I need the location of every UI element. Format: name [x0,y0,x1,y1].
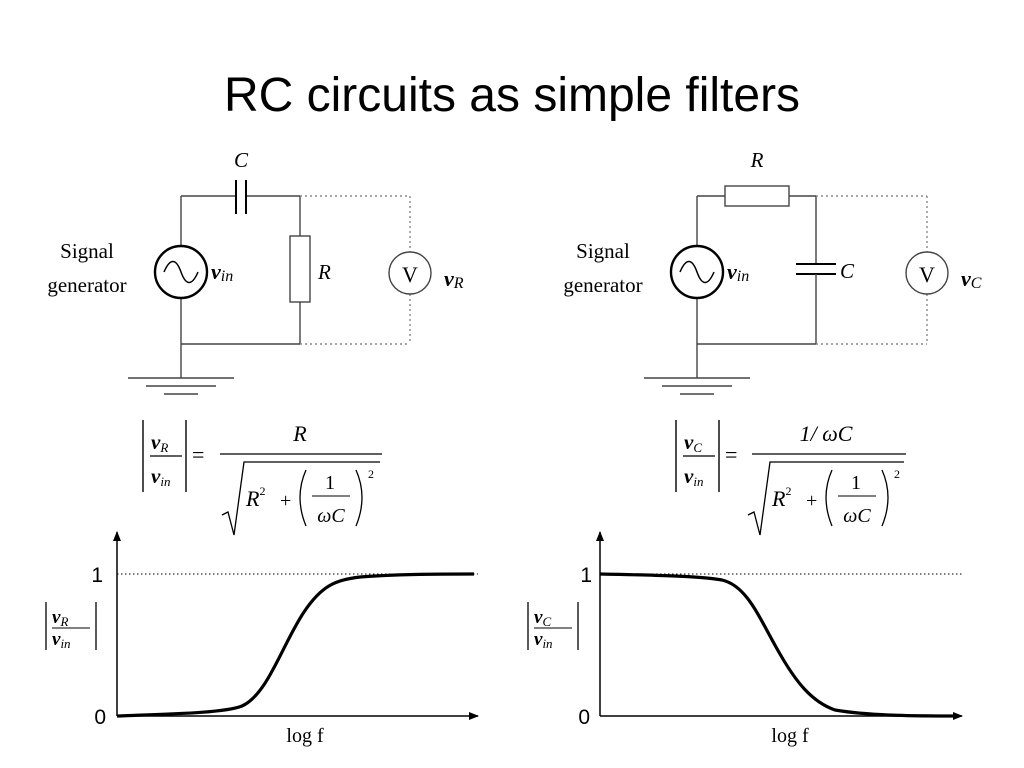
left-capacitor [235,180,247,214]
left-formula-equals: = [192,442,204,467]
right-formula-lhs-num: vC [684,430,702,455]
right-formula-den-frac-num: 1 [851,472,861,494]
right-source-label: vin [727,259,749,285]
left-signal-generator-icon [153,244,209,300]
left-source-label: vin [211,259,233,285]
right-generator-label-2: generator [563,273,642,297]
right-ground-icon [644,377,750,395]
right-formula: vC vin = 1/ ωC R2 + 1 ωC 2 [675,420,906,536]
right-formula-den-outer-exp: 2 [894,467,900,481]
right-plot-ylabel: vC vin [527,602,579,651]
right-formula-den-r: R2 [771,484,791,511]
right-plot-ylabel-den: vin [534,629,553,651]
left-resistor-label: R [317,260,331,284]
left-plot-y-tick-0: 0 [94,706,106,729]
left-formula-den-outer-exp: 2 [368,467,374,481]
right-signal-generator-icon [669,244,725,300]
right-generator-label-1: Signal [576,239,630,263]
left-plot: 1 0 log f vR vin [45,531,479,747]
left-generator-label-1: Signal [60,239,114,263]
right-capacitor [796,263,836,275]
slide-title: RC circuits as simple filters [223,69,801,122]
right-resistor [724,185,790,207]
left-formula-lhs-num: vR [151,430,168,455]
right-meter-symbol: V [919,262,935,287]
left-generator-label-2: generator [47,273,126,297]
right-plot-curve [599,572,959,718]
left-plot-curve [116,572,475,718]
right-formula-equals: = [725,442,737,467]
right-plot-y-tick-1: 1 [580,564,592,587]
left-capacitor-label: C [234,148,249,172]
right-formula-numerator: 1/ ωC [800,421,853,446]
right-formula-lhs-den: vin [684,464,703,489]
right-plot: 1 0 log f vC vin [527,531,963,747]
right-formula-den-frac-den: ωC [843,505,871,527]
left-circuit [128,180,411,395]
right-plot-ylabel-num: vC [534,607,551,629]
left-formula-den-plus: + [280,490,291,512]
right-meter-label: vC [961,266,982,292]
right-plot-y-tick-0: 0 [578,706,590,729]
left-plot-xlabel: log f [286,725,324,747]
right-resistor-label: R [750,148,764,172]
left-plot-y-tick-1: 1 [91,564,103,587]
left-plot-ylabel-den: vin [52,629,71,651]
right-voltmeter-icon: V [905,251,949,295]
left-ground-icon [128,377,234,395]
left-plot-ylabel-num: vR [52,607,68,629]
left-formula-den-r: R2 [245,484,265,511]
right-capacitor-label: C [840,259,855,283]
left-meter-symbol: V [402,262,418,287]
left-voltmeter-icon: V [388,251,432,295]
left-resistor [289,235,311,303]
left-formula-den-frac-den: ωC [317,505,345,527]
right-formula-den-plus: + [806,490,817,512]
left-plot-ylabel: vR vin [45,602,97,651]
left-meter-label: vR [444,266,464,292]
right-circuit [644,185,928,395]
left-formula: vR vin = R R2 + 1 ωC 2 [142,420,382,536]
right-plot-xlabel: log f [771,725,809,747]
left-formula-numerator: R [292,421,307,446]
left-formula-lhs-den: vin [151,464,170,489]
left-formula-den-frac-num: 1 [325,472,335,494]
